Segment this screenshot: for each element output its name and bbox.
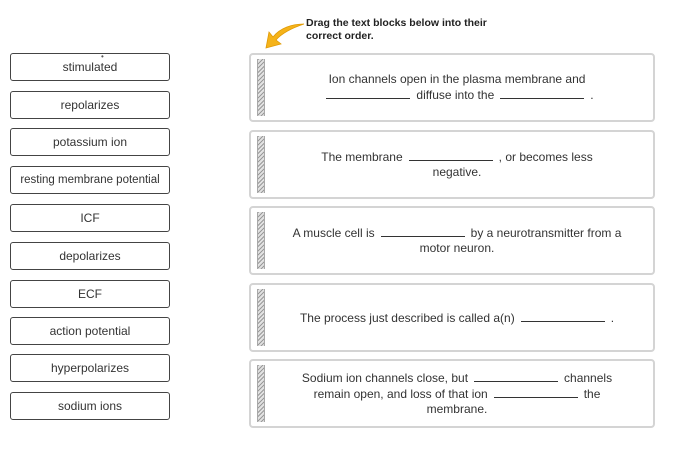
sentence-fragment: Ion channels open in the plasma membrane… bbox=[328, 72, 586, 86]
sentence-block-4[interactable]: The process just described is called a(n… bbox=[249, 283, 655, 352]
word-label: repolarizes bbox=[60, 98, 120, 112]
word-block-stimulated[interactable]: • stimulated bbox=[10, 53, 170, 81]
answer-blank[interactable] bbox=[408, 149, 493, 161]
word-block-repolarizes[interactable]: repolarizes bbox=[10, 91, 170, 119]
answer-blank[interactable] bbox=[380, 225, 465, 237]
sentence-fragment: A muscle cell is bbox=[292, 226, 375, 240]
answer-blank[interactable] bbox=[493, 386, 578, 398]
sentence-fragment: diffuse into the bbox=[416, 88, 495, 102]
word-block-ecf[interactable]: ECF bbox=[10, 280, 170, 308]
word-label: potassium ion bbox=[52, 135, 128, 149]
sentence-text: Ion channels open in the plasma membrane… bbox=[267, 55, 647, 120]
sentence-block-3[interactable]: A muscle cell is by a neurotransmitter fr… bbox=[249, 206, 655, 275]
answer-blank[interactable] bbox=[500, 87, 585, 99]
sentence-fragment: The process just described is called a(n… bbox=[299, 310, 515, 325]
word-block-resting-membrane-potential[interactable]: resting membrane potential bbox=[10, 166, 170, 194]
word-block-hyperpolarizes[interactable]: hyperpolarizes bbox=[10, 354, 170, 382]
dot-mark: • bbox=[101, 53, 104, 61]
word-block-potassium-ion[interactable]: potassium ion bbox=[10, 128, 170, 156]
word-label: stimulated bbox=[62, 60, 118, 74]
sentence-fragment: the membrane. bbox=[426, 387, 601, 416]
word-block-depolarizes[interactable]: depolarizes bbox=[10, 242, 170, 270]
drag-handle[interactable] bbox=[257, 136, 265, 193]
drag-handle[interactable] bbox=[257, 212, 265, 269]
instructions-text: Drag the text blocks below into their co… bbox=[306, 17, 487, 42]
sentence-block-2[interactable]: The membrane , or becomes less negative. bbox=[249, 130, 655, 199]
sentence-fragment: , or becomes less negative. bbox=[432, 150, 593, 179]
word-block-icf[interactable]: ICF bbox=[10, 204, 170, 232]
sentence-text: A muscle cell is by a neurotransmitter fr… bbox=[267, 208, 647, 273]
word-label: action potential bbox=[49, 324, 131, 338]
answer-blank[interactable] bbox=[520, 310, 605, 322]
word-label: resting membrane potential bbox=[20, 174, 160, 186]
sentence-fragment: Sodium ion channels close, but bbox=[301, 371, 469, 385]
sentence-text: The process just described is called a(n… bbox=[267, 285, 647, 350]
word-block-sodium-ions[interactable]: sodium ions bbox=[10, 392, 170, 420]
word-label: hyperpolarizes bbox=[50, 361, 130, 375]
sentence-fragment: . bbox=[610, 310, 615, 325]
drag-handle[interactable] bbox=[257, 59, 265, 116]
sentence-fragment: . bbox=[590, 88, 594, 102]
sentence-fragment: channels remain open, and loss of that i… bbox=[313, 371, 613, 401]
word-label: ICF bbox=[80, 211, 100, 225]
drag-handle[interactable] bbox=[257, 289, 265, 346]
drag-handle[interactable] bbox=[257, 365, 265, 422]
word-label: depolarizes bbox=[59, 249, 121, 263]
sentence-fragment: The membrane bbox=[321, 150, 403, 164]
sentence-fragment: by a neurotransmitter from a motor neuro… bbox=[419, 226, 622, 255]
answer-blank[interactable] bbox=[474, 370, 559, 382]
word-label: sodium ions bbox=[57, 399, 123, 413]
answer-blank[interactable] bbox=[326, 87, 411, 99]
sentence-text: The membrane , or becomes less negative. bbox=[267, 132, 647, 197]
word-label: ECF bbox=[78, 287, 102, 301]
arrow-icon bbox=[265, 23, 305, 49]
sentence-block-1[interactable]: Ion channels open in the plasma membrane… bbox=[249, 53, 655, 122]
word-block-action-potential[interactable]: action potential bbox=[10, 317, 170, 345]
